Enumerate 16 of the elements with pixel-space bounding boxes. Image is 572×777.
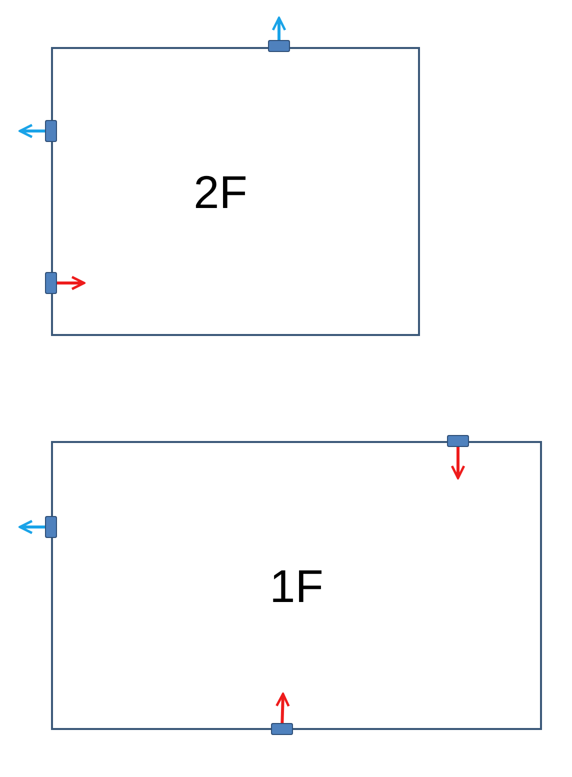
airflow-arrow	[18, 124, 45, 138]
airflow-arrow	[450, 447, 466, 480]
floor-label: 1F	[270, 562, 324, 608]
airflow-arrow	[275, 692, 290, 724]
vent-square	[45, 516, 57, 538]
floor-label: 2F	[194, 168, 248, 214]
airflow-arrow	[272, 16, 286, 40]
vent-square	[271, 723, 293, 735]
airflow-arrow	[57, 276, 86, 290]
floor-box	[51, 441, 542, 730]
vent-square	[268, 40, 290, 52]
vent-square	[447, 435, 469, 447]
airflow-arrow	[18, 520, 45, 534]
floor-box	[51, 47, 420, 336]
vent-square	[45, 272, 57, 294]
vent-square	[45, 120, 57, 142]
